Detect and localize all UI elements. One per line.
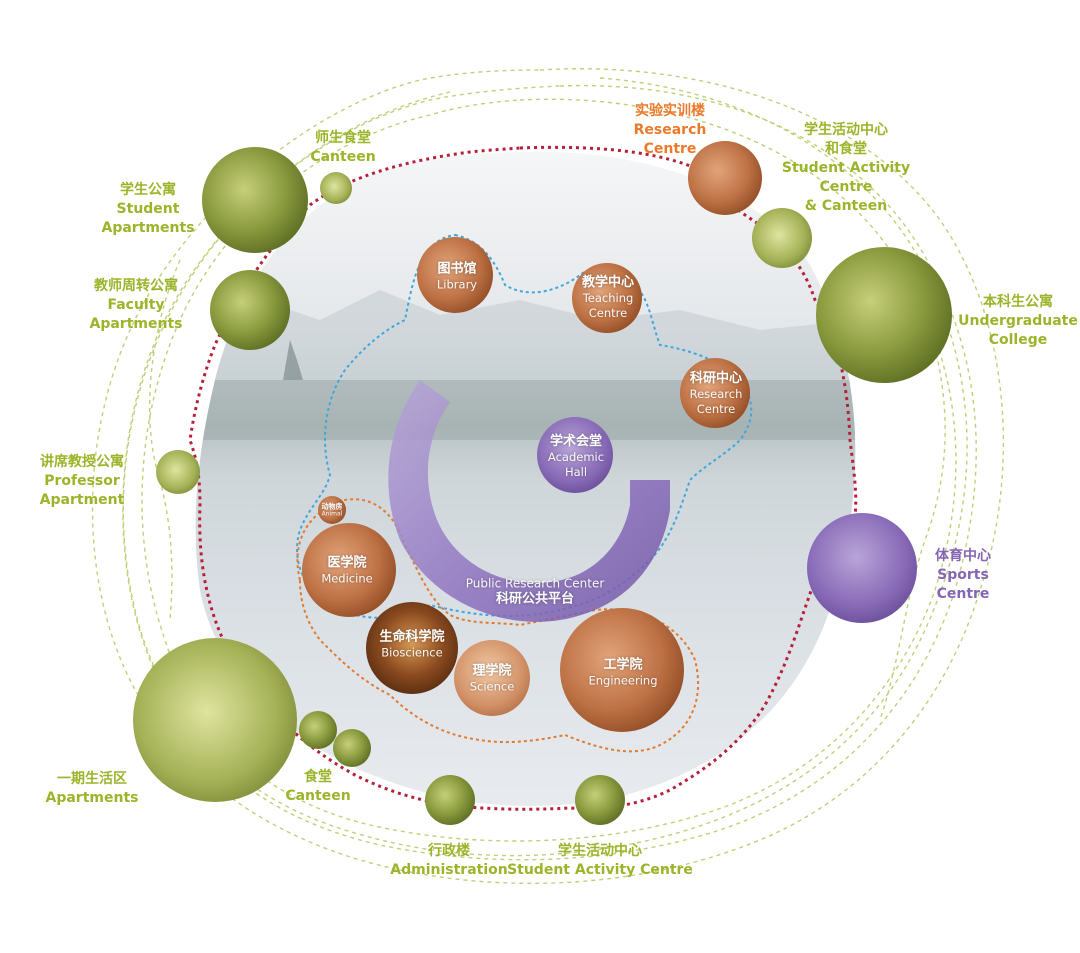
label-zh: 学生活动中心 <box>782 121 910 140</box>
label-en: Apartment <box>40 491 125 510</box>
label-en: Student Activity <box>782 159 910 178</box>
label-en: Academic <box>548 450 604 465</box>
label-library: 图书馆 Library <box>437 262 477 293</box>
label-zh: 和食堂 <box>782 140 910 159</box>
label-en: Centre <box>582 306 634 321</box>
label-en: Faculty <box>90 296 183 315</box>
label-zh: 生命科学院 <box>379 630 444 646</box>
label-en: Apartments <box>102 219 195 238</box>
label-medicine: 医学院 Medicine <box>321 556 372 587</box>
label-en: Centre <box>935 585 991 604</box>
label-animal: 动物房 Animal <box>322 503 343 518</box>
label-zh: 科研公共平台 <box>466 592 605 608</box>
label-en: Medicine <box>321 572 372 587</box>
label-en: Centre <box>690 402 743 417</box>
label-student-activity-canteen: 学生活动中心 和食堂 Student Activity Centre & Can… <box>782 121 910 216</box>
canteen-bottom-photo-2 <box>333 729 371 767</box>
label-en: Canteen <box>310 148 375 167</box>
professor-apartment-photo <box>156 450 200 494</box>
label-academic-hall: 学术会堂 Academic Hall <box>548 434 604 480</box>
label-zh: 医学院 <box>321 556 372 572</box>
label-zh: 学生活动中心 <box>507 842 693 861</box>
label-sports-centre: 体育中心 Sports Centre <box>935 547 991 604</box>
faculty-apartments-photo <box>210 270 290 350</box>
label-en: Animal <box>322 511 343 518</box>
label-zh: 实验实训楼 <box>634 102 707 121</box>
label-zh: 讲席教授公寓 <box>40 453 125 472</box>
label-zh: 工学院 <box>589 658 658 674</box>
label-engineering: 工学院 Engineering <box>589 658 658 689</box>
label-en: Science <box>470 680 515 695</box>
label-en: Administration <box>390 861 507 880</box>
canteen-top-photo <box>320 172 352 204</box>
label-en: Library <box>437 278 477 293</box>
student-activity-canteen-photo <box>752 208 812 268</box>
label-en: Public Research Center <box>466 577 605 592</box>
label-zh: 理学院 <box>470 664 515 680</box>
label-apartments-phase1: 一期生活区 Apartments <box>46 770 139 808</box>
label-zh: 动物房 <box>322 503 343 511</box>
label-en: Student <box>102 200 195 219</box>
label-canteen-top: 师生食堂 Canteen <box>310 129 375 167</box>
administration-photo <box>425 775 475 825</box>
label-canteen-bottom: 食堂 Canteen <box>285 768 350 806</box>
student-apartments-photo <box>202 147 308 253</box>
label-en: Research <box>634 121 707 140</box>
label-en: Undergraduate <box>958 312 1078 331</box>
label-en: College <box>958 331 1078 350</box>
label-zh: 图书馆 <box>437 262 477 278</box>
label-en: Centre <box>634 140 707 159</box>
student-activity-centre-photo <box>575 775 625 825</box>
label-zh: 行政楼 <box>390 842 507 861</box>
label-zh: 本科生公寓 <box>958 293 1078 312</box>
label-student-activity-centre: 学生活动中心 Student Activity Centre <box>507 842 693 880</box>
label-en: & Canteen <box>782 197 910 216</box>
label-public-research-center: Public Research Center 科研公共平台 <box>466 577 605 608</box>
label-science: 理学院 Science <box>470 664 515 695</box>
label-en: Student Activity Centre <box>507 861 693 880</box>
label-zh: 一期生活区 <box>46 770 139 789</box>
label-student-apartments: 学生公寓 Student Apartments <box>102 181 195 238</box>
label-en: Apartments <box>46 789 139 808</box>
label-en: Bioscience <box>379 646 444 661</box>
label-faculty-apartments: 教师周转公寓 Faculty Apartments <box>90 277 183 334</box>
label-zh: 教师周转公寓 <box>90 277 183 296</box>
label-en: Teaching <box>582 291 634 306</box>
label-en: Research <box>690 387 743 402</box>
label-zh: 科研中心 <box>690 371 743 387</box>
sports-centre-photo <box>807 513 917 623</box>
label-en: Hall <box>548 465 604 480</box>
label-zh: 学生公寓 <box>102 181 195 200</box>
label-undergraduate-college: 本科生公寓 Undergraduate College <box>958 293 1078 350</box>
label-zh: 教学中心 <box>582 275 634 291</box>
label-en: Sports <box>935 566 991 585</box>
label-bioscience: 生命科学院 Bioscience <box>379 630 444 661</box>
label-professor-apartment: 讲席教授公寓 Professor Apartment <box>40 453 125 510</box>
undergraduate-college-photo <box>816 247 952 383</box>
label-en: Engineering <box>589 674 658 689</box>
label-en: Professor <box>40 472 125 491</box>
apartments-phase1-photo <box>133 638 297 802</box>
label-zh: 体育中心 <box>935 547 991 566</box>
canteen-bottom-photo-1 <box>299 711 337 749</box>
label-zh: 食堂 <box>285 768 350 787</box>
label-teaching-centre: 教学中心 Teaching Centre <box>582 275 634 321</box>
label-zh: 学术会堂 <box>548 434 604 450</box>
label-research-centre-outer: 实验实训楼 Research Centre <box>634 102 707 159</box>
label-en: Apartments <box>90 315 183 334</box>
label-en: Centre <box>782 178 910 197</box>
label-research-centre-inner: 科研中心 Research Centre <box>690 371 743 417</box>
label-zh: 师生食堂 <box>310 129 375 148</box>
label-administration: 行政楼 Administration <box>390 842 507 880</box>
label-en: Canteen <box>285 787 350 806</box>
